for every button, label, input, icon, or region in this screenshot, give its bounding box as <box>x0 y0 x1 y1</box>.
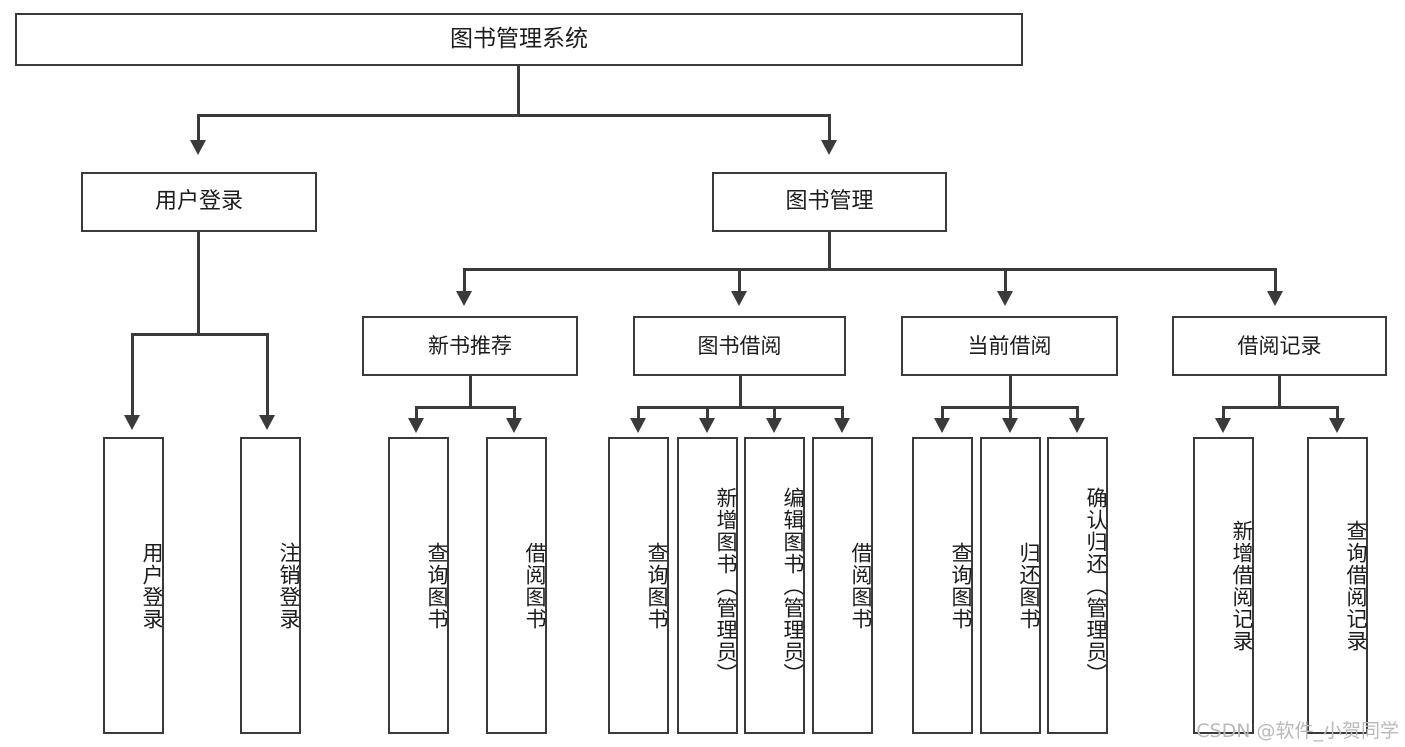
connector-user-login-stem <box>197 232 200 335</box>
node-user-login[interactable]: 用户登录 <box>81 172 317 232</box>
node-leaf-user-login-label: 用户登录 <box>140 541 164 630</box>
arrow-to-leaf-record-add <box>1215 418 1231 433</box>
node-root-system[interactable]: 图书管理系统 <box>15 13 1023 66</box>
connector-root-to-user-login <box>197 114 200 144</box>
connector-recommend-bus <box>415 406 516 409</box>
arrow-to-leaf-current-confirm <box>1069 418 1085 433</box>
connector-current-l2 <box>1009 406 1012 421</box>
arrow-to-leaf-borrow-add <box>699 418 715 433</box>
connector-book-manage-c4 <box>1274 268 1277 294</box>
node-leaf-logout-label: 注销登录 <box>277 541 301 630</box>
arrow-to-book-borrow <box>731 291 747 306</box>
arrow-to-leaf-borrow-query <box>630 418 646 433</box>
arrow-to-leaf-borrow-lend <box>834 418 850 433</box>
node-leaf-current-query-book[interactable]: 查询图书 <box>912 437 973 734</box>
node-leaf-recommend-query-book-label: 查询图书 <box>425 541 449 630</box>
arrow-to-leaf-user-login <box>124 415 140 430</box>
connector-user-login-bus <box>131 333 269 336</box>
node-leaf-user-login[interactable]: 用户登录 <box>103 437 164 734</box>
node-leaf-record-query[interactable]: 查询借阅记录 <box>1307 437 1368 734</box>
connector-borrow-l4 <box>841 406 844 421</box>
connector-book-manage-c3 <box>1004 268 1007 294</box>
node-leaf-record-add[interactable]: 新增借阅记录 <box>1193 437 1254 734</box>
connector-record-bus <box>1222 406 1339 409</box>
node-book-borrow-label: 图书借阅 <box>697 333 782 358</box>
node-leaf-borrow-query-book-label: 查询图书 <box>645 541 669 630</box>
connector-user-login-right <box>266 333 269 419</box>
node-leaf-current-return-book-label: 归还图书 <box>1017 541 1041 630</box>
node-borrow-record[interactable]: 借阅记录 <box>1172 316 1387 376</box>
connector-book-manage-stem <box>828 232 831 270</box>
connector-recommend-l2 <box>513 406 516 421</box>
arrow-to-user-login <box>190 140 206 155</box>
node-leaf-logout[interactable]: 注销登录 <box>240 437 301 734</box>
connector-borrow-bus <box>637 406 844 409</box>
node-new-book-recommend-label: 新书推荐 <box>428 333 512 358</box>
arrow-to-leaf-recommend-query <box>408 418 424 433</box>
connector-borrow-stem <box>739 376 742 408</box>
arrow-to-leaf-record-query <box>1329 418 1345 433</box>
csdn-watermark: CSDN @软件_小贺同学 <box>1196 720 1399 742</box>
node-leaf-borrow-query-book[interactable]: 查询图书 <box>608 437 669 734</box>
connector-record-l2 <box>1336 406 1339 421</box>
arrow-to-borrow-record <box>1267 291 1283 306</box>
connector-root-to-book-manage <box>828 114 831 144</box>
node-leaf-borrow-add-book[interactable]: 新增图书（管理员） <box>677 437 738 734</box>
connector-book-manage-c1 <box>463 268 466 294</box>
connector-borrow-l1 <box>637 406 640 421</box>
node-leaf-borrow-lend-book[interactable]: 借阅图书 <box>812 437 873 734</box>
node-leaf-record-add-label: 新增借阅记录 <box>1230 519 1254 652</box>
node-leaf-current-return-book[interactable]: 归还图书 <box>980 437 1041 734</box>
node-leaf-borrow-add-book-label: 新增图书（管理员） <box>714 486 738 685</box>
node-book-manage-label: 图书管理 <box>785 189 874 215</box>
arrow-to-current-borrow <box>997 291 1013 306</box>
node-current-borrow-label: 当前借阅 <box>967 333 1052 358</box>
node-leaf-recommend-query-book[interactable]: 查询图书 <box>388 437 449 734</box>
arrow-to-leaf-recommend-borrow <box>506 418 522 433</box>
node-leaf-borrow-edit-book-label: 编辑图书（管理员） <box>781 486 805 685</box>
connector-root-bus <box>197 114 831 117</box>
node-borrow-record-label: 借阅记录 <box>1237 333 1322 358</box>
connector-root-stem <box>517 66 520 116</box>
connector-borrow-l3 <box>773 406 776 421</box>
node-leaf-current-confirm-return-label: 确认归还（管理员） <box>1084 486 1108 685</box>
connector-record-stem <box>1278 376 1281 408</box>
connector-current-stem <box>1009 376 1012 408</box>
node-new-book-recommend[interactable]: 新书推荐 <box>362 316 578 376</box>
connector-recommend-l1 <box>415 406 418 421</box>
arrow-to-leaf-borrow-edit <box>766 418 782 433</box>
connector-book-manage-bus <box>463 268 1277 271</box>
connector-current-l1 <box>941 406 944 421</box>
node-book-borrow[interactable]: 图书借阅 <box>633 316 846 376</box>
node-user-login-label: 用户登录 <box>154 189 243 215</box>
node-current-borrow[interactable]: 当前借阅 <box>901 316 1118 376</box>
node-leaf-borrow-lend-book-label: 借阅图书 <box>849 541 873 630</box>
arrow-to-leaf-current-query <box>934 418 950 433</box>
arrow-to-leaf-current-return <box>1002 418 1018 433</box>
connector-recommend-stem <box>469 376 472 408</box>
connector-record-l1 <box>1222 406 1225 421</box>
connector-current-l3 <box>1076 406 1079 421</box>
node-book-manage[interactable]: 图书管理 <box>712 172 947 232</box>
node-leaf-record-query-label: 查询借阅记录 <box>1344 519 1368 652</box>
node-leaf-recommend-borrow-book[interactable]: 借阅图书 <box>486 437 547 734</box>
arrow-to-new-book-recommend <box>456 291 472 306</box>
node-leaf-borrow-edit-book[interactable]: 编辑图书（管理员） <box>744 437 805 734</box>
arrow-to-book-manage <box>821 140 837 155</box>
node-leaf-current-confirm-return[interactable]: 确认归还（管理员） <box>1047 437 1108 734</box>
arrow-to-leaf-logout <box>259 415 275 430</box>
node-leaf-recommend-borrow-book-label: 借阅图书 <box>523 541 547 630</box>
connector-book-manage-c2 <box>738 268 741 294</box>
connector-user-login-left <box>131 333 134 419</box>
node-root-system-label: 图书管理系统 <box>450 26 588 53</box>
connector-borrow-l2 <box>706 406 709 421</box>
node-leaf-current-query-book-label: 查询图书 <box>949 541 973 630</box>
